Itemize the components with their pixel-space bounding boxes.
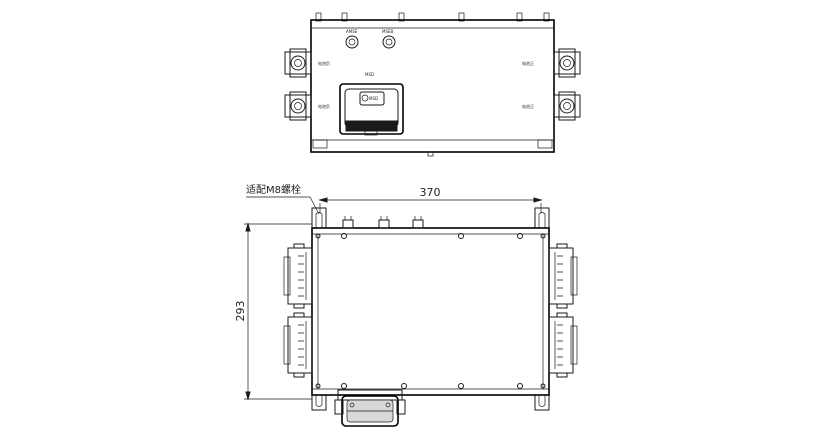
port-a: AMSE [345,29,359,49]
top-housing [310,19,555,153]
right-connector-bottom: 电池正 [522,91,581,121]
port-b-label: MSEB [382,29,394,34]
bolt-note: 适配M8螺栓 [246,183,301,196]
width-dimension-label: 370 [420,186,441,199]
port-b: MSEB [382,29,396,49]
mount-bracket-bottom-left [311,395,327,411]
msd-block: MSD [339,83,404,136]
bottom-housing [311,227,550,396]
height-dimension-label: 293 [234,301,247,322]
right-bottom-label: 电池正 [522,103,534,109]
left-connector-bottom: 电池负 [284,91,330,121]
side-connector-right-bottom [548,312,578,378]
left-top-label: 电池负 [318,60,330,66]
height-dimension: 293 [234,222,312,401]
side-connector-left-top [283,243,313,309]
top-studs [315,12,550,22]
mount-bracket-top-left [311,207,327,228]
top-view: AMSE MSEB MSD MSD 电池负 [284,12,581,157]
side-connector-left-bottom [283,312,313,378]
mount-bracket-top-right [534,207,550,228]
port-a-label: AMSE [346,29,358,34]
side-connector-right-top [548,243,578,309]
right-connector-top: 电池正 [522,48,581,78]
bottom-msd-connector [334,389,406,427]
terminals [342,216,424,229]
bolt-holes [315,233,546,389]
center-label: MSD [365,72,374,77]
mount-bracket-bottom-right [534,395,550,411]
width-dimension: 370 [318,186,543,213]
msd-badge: MSD [369,96,378,101]
left-connector-top: 电池负 [284,48,330,78]
right-top-label: 电池正 [522,60,534,66]
left-bottom-label: 电池负 [318,103,330,109]
bottom-view: 适配M8螺栓 370 293 [234,183,578,427]
